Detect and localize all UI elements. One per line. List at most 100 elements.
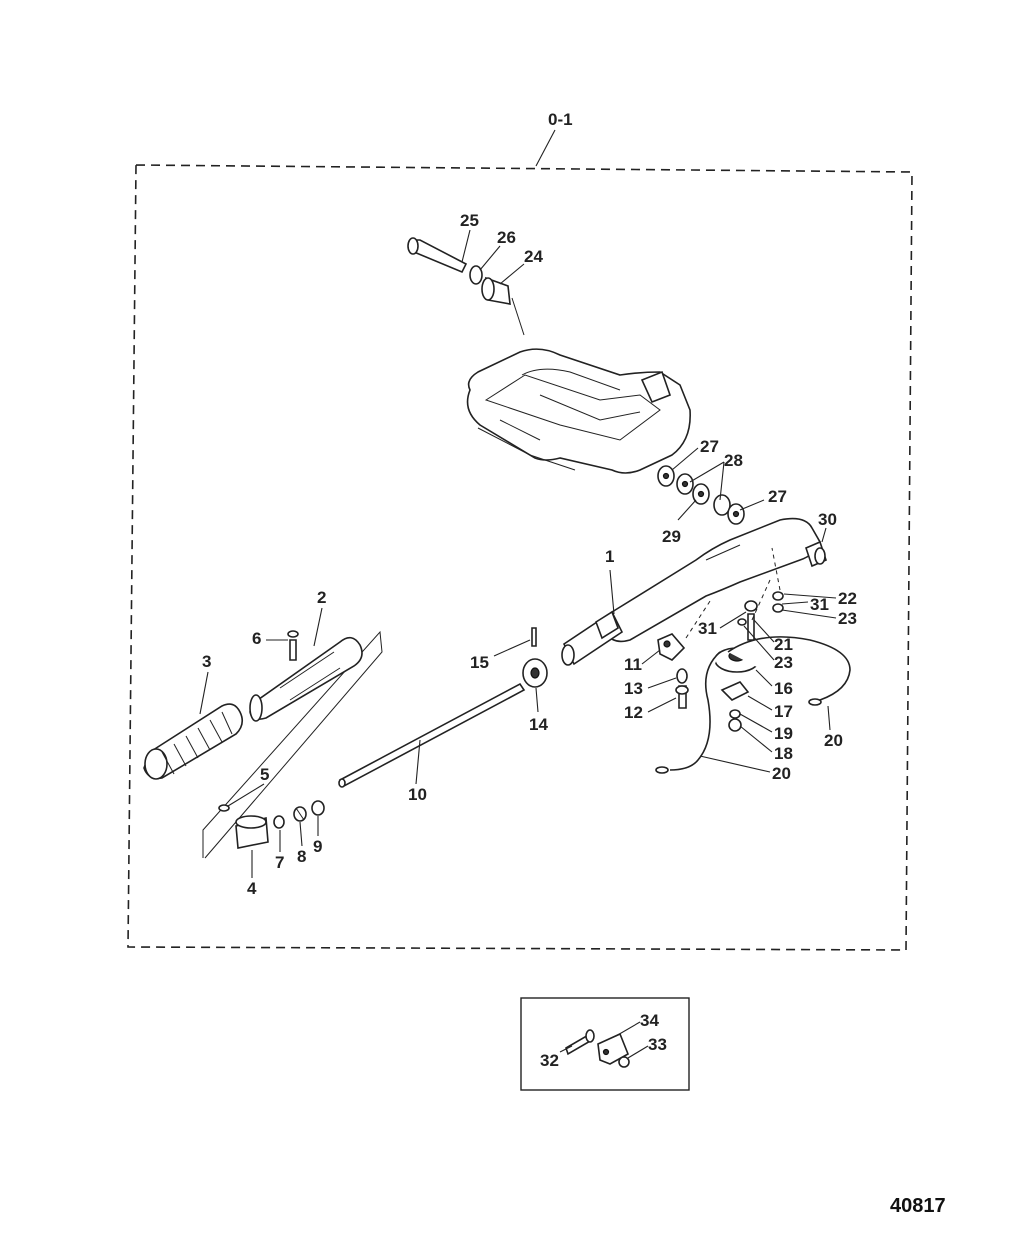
throttle-shaft-10 [338,682,526,788]
callout-6: 6 [252,629,261,648]
leader-10 [415,739,421,785]
washer-26 [469,265,483,285]
callout-32: 32 [540,1051,559,1070]
nut-9 [311,800,325,816]
callout-12: 12 [624,703,643,722]
leader-13 [647,677,677,689]
leader-34 [615,1021,641,1037]
bushing-24 [481,276,511,305]
callout-16: 16 [774,679,793,698]
leader-27b [739,499,765,511]
leader-23b [781,609,837,619]
assembly-boundary [127,164,913,951]
callout-18: 18 [774,744,793,763]
callout-14: 14 [529,715,548,734]
washer-13 [676,668,688,684]
leader-31a [719,611,747,629]
leader-28b [719,461,725,501]
callout-19: 19 [774,724,793,743]
leader-25 [461,229,471,263]
callout-2: 2 [317,588,326,607]
leader-dash-22 [771,547,781,591]
callout-7: 7 [275,853,284,872]
leader-8 [299,821,303,847]
throttle-housing-2 [249,636,363,722]
twist-grip-3 [143,703,244,780]
washer-27-lower [713,494,745,525]
callout-1: 1 [605,547,614,566]
callout-23a: 23 [774,653,793,672]
callout-20a: 20 [772,764,791,783]
callout-5: 5 [260,765,269,784]
washer-19 [729,709,741,719]
callout-8: 8 [297,847,306,866]
leader-14 [535,687,539,713]
leader-5 [227,783,265,807]
leader-19 [739,713,773,733]
callout-31a: 31 [698,619,717,638]
callout-27b: 27 [768,487,787,506]
assembly-leader [535,129,556,167]
washer-29 [692,483,710,505]
nut-18 [728,718,742,732]
callout-24: 24 [524,247,543,266]
leader-3 [199,671,209,715]
washer-23-upper [772,603,784,613]
callout-26: 26 [497,228,516,247]
callout-33: 33 [648,1035,667,1054]
inset-box [520,997,690,1091]
washer-28 [676,473,694,495]
callout-10: 10 [408,785,427,804]
callout-15: 15 [470,653,489,672]
leader-33 [627,1045,649,1059]
callout-21: 21 [774,635,793,654]
figure-number: 40817 [890,1195,946,1217]
stop-switch-cable-20 [655,636,851,774]
callout-29: 29 [662,527,681,546]
leader-20b [827,705,831,731]
washer-27-upper [657,465,675,487]
knob-17 [720,681,750,701]
leader-1 [609,569,615,615]
clamp-bracket [466,348,691,474]
nut-33 [618,1056,630,1068]
washer-23-lower [737,618,747,626]
leader-32 [559,1045,573,1053]
washer-22 [772,591,784,601]
leader-16 [755,669,773,687]
callout-31b: 31 [810,595,829,614]
bolt-32 [565,1029,595,1056]
leader-28a [689,461,725,483]
leader-26 [479,245,501,271]
leader-29 [677,499,697,521]
callout-13: 13 [624,679,643,698]
leader-31b [781,601,809,605]
leader-17 [747,695,773,711]
callout-20b: 20 [824,731,843,750]
callout-27a: 27 [700,437,719,456]
callout-23b: 23 [838,609,857,628]
callout-30: 30 [818,510,837,529]
callout-25: 25 [460,211,479,230]
callout-11: 11 [624,655,642,674]
handle-bracket-outline [202,630,383,859]
callout-22: 22 [838,589,857,608]
washer-7 [273,815,285,829]
gear-14 [522,658,548,688]
screw-6 [287,630,299,661]
leader-24 [499,263,525,285]
leader-11 [641,649,661,665]
tiller-arm-1 [561,517,821,666]
callout-17: 17 [774,702,793,721]
leader-2 [313,607,323,647]
leader-20a [699,755,771,773]
o-ring-5 [218,804,230,812]
fitting-30 [805,540,827,568]
leader-12 [647,697,677,713]
bolt-25 [407,237,468,274]
leader-23a [743,625,775,661]
cap-4 [235,815,269,849]
leader-27a [671,447,699,471]
callout-3: 3 [202,652,211,671]
